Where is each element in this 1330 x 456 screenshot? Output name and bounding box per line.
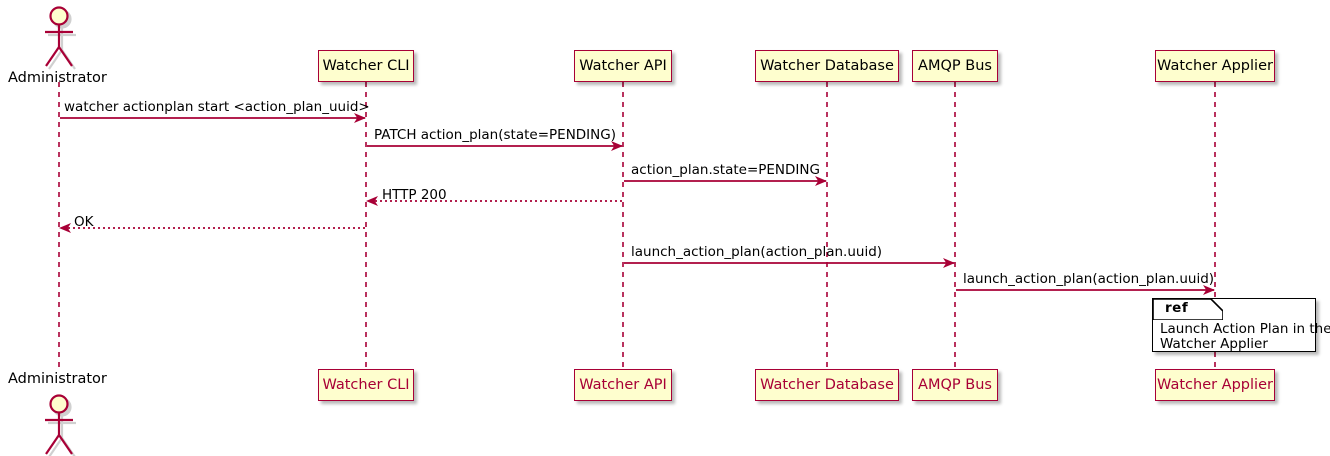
message-launch-action-plan-api-to-bus-label: launch_action_plan(action_plan.uuid) [631, 244, 883, 260]
actor-label-top-actor-administrator: Administrator [8, 70, 107, 86]
ref-fragment-launch-action-plan-text-line-2: Watcher Applier [1160, 336, 1268, 352]
participant-label-watcher-applier: Watcher Applier [1157, 376, 1273, 393]
actor-label-bottom-actor-administrator: Administrator [8, 371, 107, 387]
participant-label-amqp-bus: AMQP Bus [918, 376, 992, 393]
message-watcher-actionplan-start-label: watcher actionplan start <action_plan_uu… [64, 99, 370, 115]
participant-bottom-amqp-bus: AMQP Bus [912, 369, 998, 401]
participant-bottom-watcher-database: Watcher Database [755, 369, 899, 401]
participant-bottom-watcher-api: Watcher API [574, 369, 672, 401]
message-patch-action-plan-label: PATCH action_plan(state=PENDING) [374, 127, 616, 143]
message-action-plan-state-pending-label: action_plan.state=PENDING [631, 162, 820, 178]
message-ok-label: OK [74, 214, 94, 230]
participant-label-watcher-database: Watcher Database [760, 376, 894, 393]
actor-figures-group [45, 6, 76, 456]
participant-top-watcher-api: Watcher API [574, 50, 672, 82]
participant-label-watcher-cli: Watcher CLI [322, 57, 410, 74]
participant-label-amqp-bus: AMQP Bus [918, 57, 992, 74]
participant-bottom-watcher-cli: Watcher CLI [318, 369, 414, 401]
participant-top-watcher-database: Watcher Database [755, 50, 899, 82]
participant-label-watcher-api: Watcher API [579, 376, 667, 393]
message-launch-action-plan-bus-to-applier-label: launch_action_plan(action_plan.uuid) [963, 271, 1215, 287]
participant-label-watcher-cli: Watcher CLI [322, 376, 410, 393]
participant-top-watcher-applier: Watcher Applier [1155, 50, 1275, 82]
ref-fragment-launch-action-plan-tab-label: ref [1165, 300, 1189, 316]
actor-figure-actor-administrator-bottom [45, 394, 73, 455]
lifelines-group [58, 82, 1216, 371]
actor-figure-actor-administrator-top [45, 6, 73, 67]
participant-top-watcher-cli: Watcher CLI [318, 50, 414, 82]
message-arrows-group [59, 113, 1215, 295]
participant-label-watcher-api: Watcher API [579, 57, 667, 74]
participant-bottom-watcher-applier: Watcher Applier [1155, 369, 1275, 401]
participant-top-amqp-bus: AMQP Bus [912, 50, 998, 82]
participant-label-watcher-database: Watcher Database [760, 57, 894, 74]
ref-fragment-launch-action-plan-text-line-1: Launch Action Plan in the [1160, 321, 1330, 337]
participant-label-watcher-applier: Watcher Applier [1157, 57, 1273, 74]
ref-fragment-launch-action-plan-tab-shape [1153, 299, 1223, 320]
message-http-200-label: HTTP 200 [382, 187, 447, 203]
